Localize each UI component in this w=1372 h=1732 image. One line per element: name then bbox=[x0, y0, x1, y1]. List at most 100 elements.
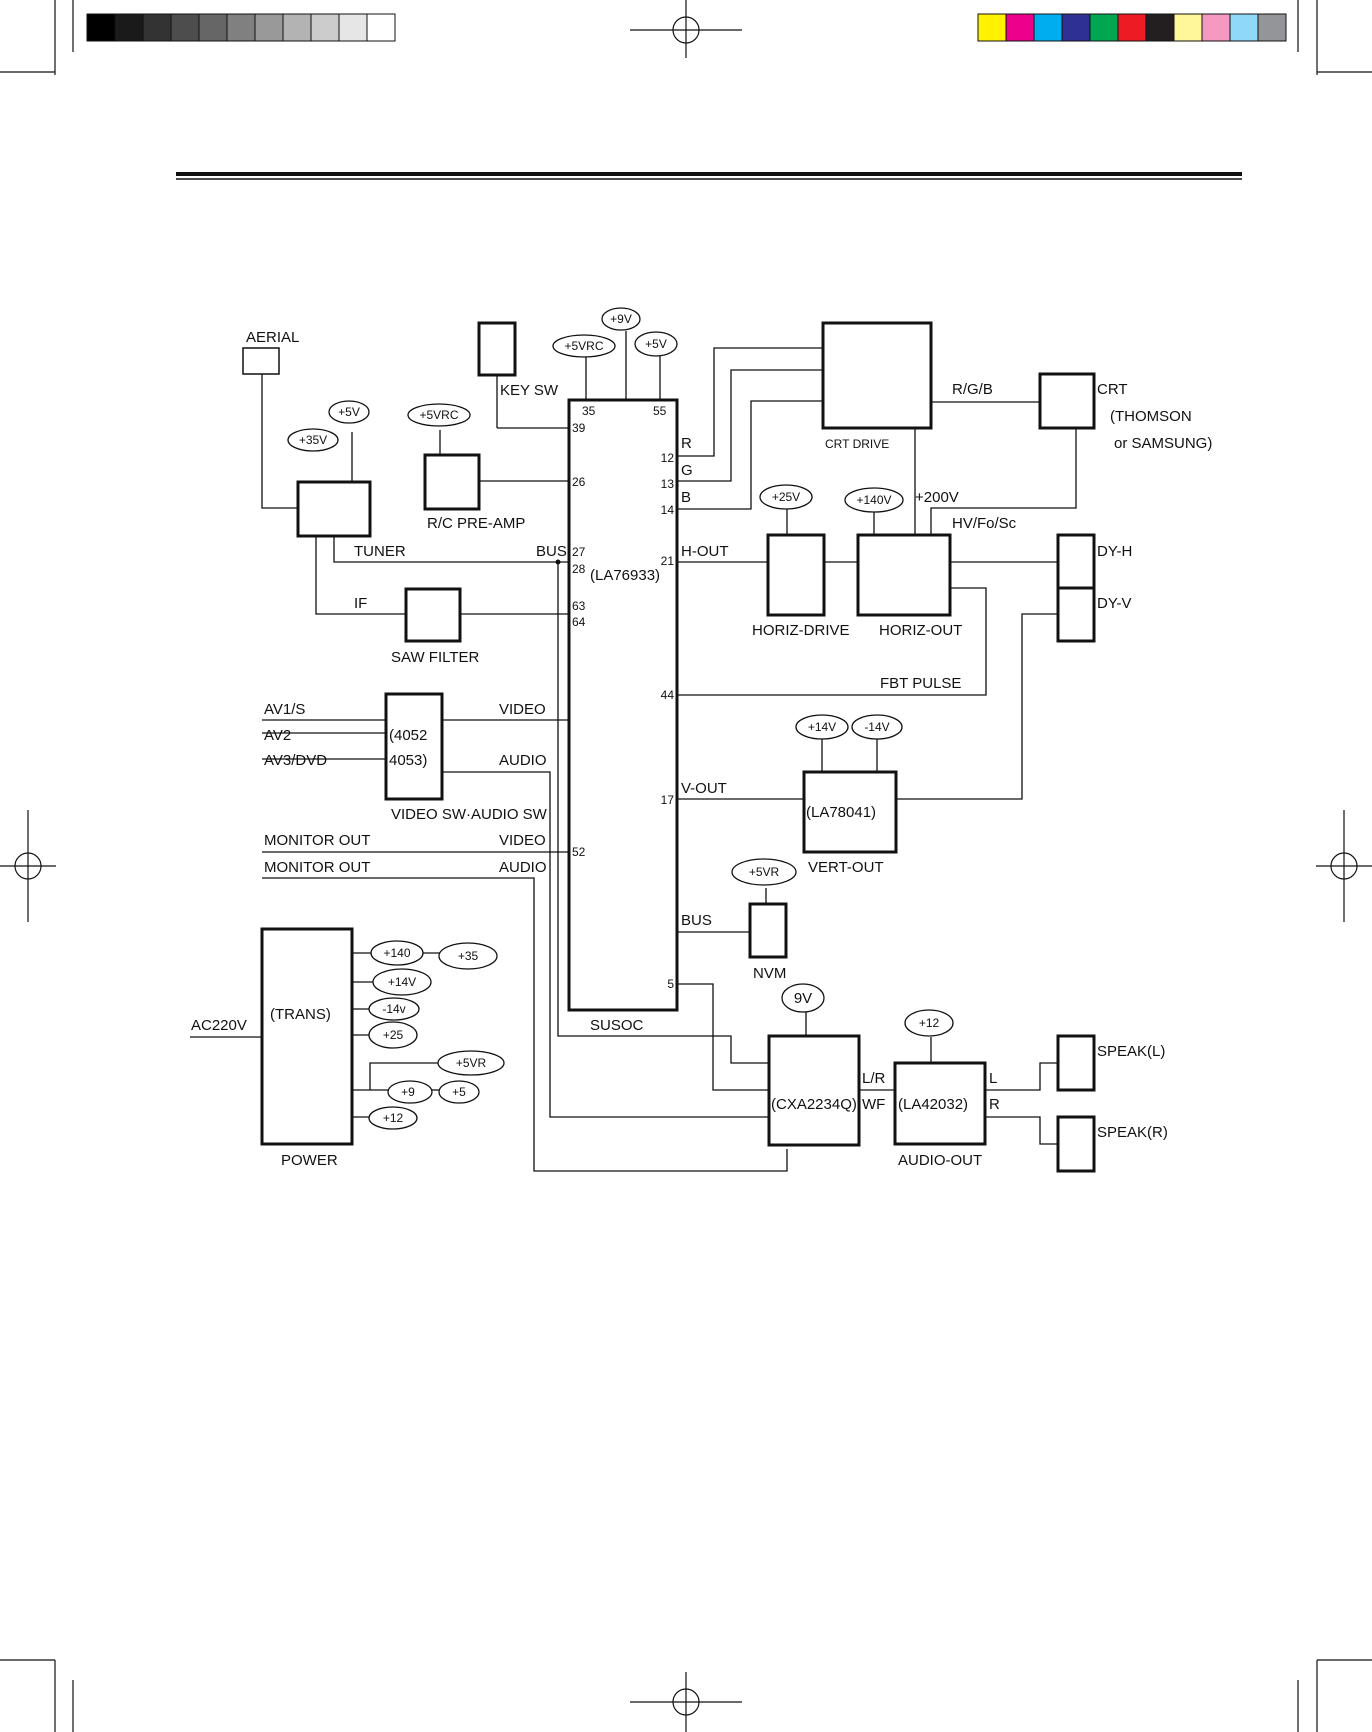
cxa2234q-box bbox=[767, 1034, 861, 1147]
trans-label: (TRANS) bbox=[270, 1006, 331, 1023]
wf-label: WF bbox=[862, 1096, 885, 1113]
supply-12-audio: +12 bbox=[904, 1009, 954, 1037]
power-out-5: +5 bbox=[438, 1080, 480, 1104]
process-color-bar bbox=[977, 13, 1287, 42]
pin-27: 27 bbox=[572, 545, 586, 559]
horiz-out-box bbox=[856, 533, 952, 617]
process-swatch bbox=[1257, 13, 1287, 42]
pin-52: 52 bbox=[572, 845, 586, 859]
svg-text:+5V: +5V bbox=[338, 405, 360, 419]
power-out-25: +25 bbox=[368, 1021, 418, 1049]
la78041-label: (LA78041) bbox=[806, 804, 876, 821]
supply-minus-14v: -14V bbox=[851, 714, 903, 740]
gray-swatch bbox=[282, 13, 312, 42]
supply-35v-tuner: +35V bbox=[287, 428, 339, 452]
process-swatch bbox=[1061, 13, 1091, 42]
rc-preamp-label: R/C PRE-AMP bbox=[427, 515, 525, 532]
svg-text:+14V: +14V bbox=[808, 720, 836, 734]
pin-44: 44 bbox=[661, 688, 675, 702]
switch-ic-label-1: (4052 bbox=[389, 727, 427, 744]
crt-drive-box bbox=[821, 321, 933, 430]
pin-14: 14 bbox=[661, 503, 675, 517]
supply-25v: +25V bbox=[759, 484, 813, 510]
crt-drive-label: CRT DRIVE bbox=[825, 437, 889, 451]
svg-text:+5V: +5V bbox=[645, 337, 667, 351]
gray-swatch bbox=[86, 13, 116, 42]
registration-mark-bottom bbox=[630, 1672, 742, 1732]
pin-64: 64 bbox=[572, 615, 586, 629]
svg-text:-14V: -14V bbox=[864, 720, 889, 734]
nvm-label: NVM bbox=[753, 965, 786, 982]
svg-text:-14v: -14v bbox=[382, 1002, 405, 1016]
pin-13: 13 bbox=[661, 477, 675, 491]
svg-text:+5VR: +5VR bbox=[456, 1056, 487, 1070]
gray-color-bar bbox=[86, 13, 396, 42]
rc-preamp-box bbox=[423, 453, 481, 511]
supply-5v-tuner: +5V bbox=[328, 400, 370, 424]
h-out-label: H-OUT bbox=[681, 543, 729, 560]
supply-9v: +9V bbox=[601, 307, 641, 331]
aerial-box bbox=[242, 347, 280, 375]
pin-5: 5 bbox=[667, 977, 674, 991]
header-rule bbox=[176, 172, 1242, 180]
speak-r-label: SPEAK(R) bbox=[1097, 1124, 1168, 1141]
vert-out-box bbox=[802, 770, 898, 854]
dy-v-label: DY-V bbox=[1097, 595, 1131, 612]
supply-14v: +14V bbox=[795, 714, 849, 740]
process-swatch bbox=[1173, 13, 1203, 42]
audio-label-2: AUDIO bbox=[499, 859, 547, 876]
monitor-out-video-label: MONITOR OUT bbox=[264, 832, 370, 849]
svg-text:+25V: +25V bbox=[772, 490, 800, 504]
thomson-label: (THOMSON bbox=[1110, 408, 1192, 425]
supply-5vr-nvm: +5VR bbox=[731, 858, 797, 886]
svg-text:9V: 9V bbox=[794, 990, 812, 1007]
hv-fo-sc-label: HV/Fo/Sc bbox=[952, 515, 1017, 532]
process-swatch bbox=[1201, 13, 1231, 42]
svg-text:+9V: +9V bbox=[610, 312, 632, 326]
power-box bbox=[260, 927, 354, 1146]
registration-mark-top bbox=[630, 0, 742, 58]
gray-swatch bbox=[226, 13, 256, 42]
crt-box bbox=[1038, 372, 1096, 430]
audio-out-box bbox=[893, 1061, 987, 1146]
process-swatch bbox=[977, 13, 1007, 42]
gray-swatch bbox=[198, 13, 228, 42]
av3-label: AV3/DVD bbox=[264, 752, 327, 769]
rgb-label: R/G/B bbox=[952, 381, 993, 398]
key-sw-box bbox=[477, 321, 517, 377]
process-swatch bbox=[1145, 13, 1175, 42]
av2-label: AV2 bbox=[264, 727, 291, 744]
pin-55: 55 bbox=[653, 404, 667, 418]
svg-text:+5VRC: +5VRC bbox=[419, 408, 458, 422]
fbt-pulse-label: FBT PULSE bbox=[880, 675, 961, 692]
dy-h-label: DY-H bbox=[1097, 543, 1132, 560]
svg-text:+12: +12 bbox=[383, 1111, 404, 1125]
pin-28: 28 bbox=[572, 562, 586, 576]
process-swatch bbox=[1117, 13, 1147, 42]
pin-21: 21 bbox=[661, 554, 675, 568]
av1-label: AV1/S bbox=[264, 701, 305, 718]
gray-swatch bbox=[338, 13, 368, 42]
supply-9v-cxa: 9V bbox=[781, 983, 825, 1013]
speaker-right-box bbox=[1056, 1115, 1096, 1173]
l-label: L bbox=[989, 1070, 997, 1087]
nvm-box bbox=[748, 902, 788, 959]
tuner-label: TUNER bbox=[354, 543, 406, 560]
vert-out-label: VERT-OUT bbox=[808, 859, 884, 876]
registration-mark-right bbox=[1316, 810, 1372, 922]
lr-label: L/R bbox=[862, 1070, 886, 1087]
svg-text:+35V: +35V bbox=[299, 433, 327, 447]
gray-swatch bbox=[366, 13, 396, 42]
audio-out-label: AUDIO-OUT bbox=[898, 1152, 982, 1169]
dy-h-box bbox=[1056, 533, 1096, 590]
wires bbox=[190, 331, 1077, 1172]
horiz-drive-box bbox=[766, 533, 826, 617]
crt-label: CRT bbox=[1097, 381, 1128, 398]
speak-l-label: SPEAK(L) bbox=[1097, 1043, 1165, 1060]
bus-left-label: BUS bbox=[536, 543, 567, 560]
supply-5vrc-top: +5VRC bbox=[552, 334, 616, 358]
power-out-5vr: +5VR bbox=[437, 1050, 505, 1076]
svg-text:+14V: +14V bbox=[388, 975, 416, 989]
svg-text:+140: +140 bbox=[383, 946, 410, 960]
process-swatch bbox=[1005, 13, 1035, 42]
